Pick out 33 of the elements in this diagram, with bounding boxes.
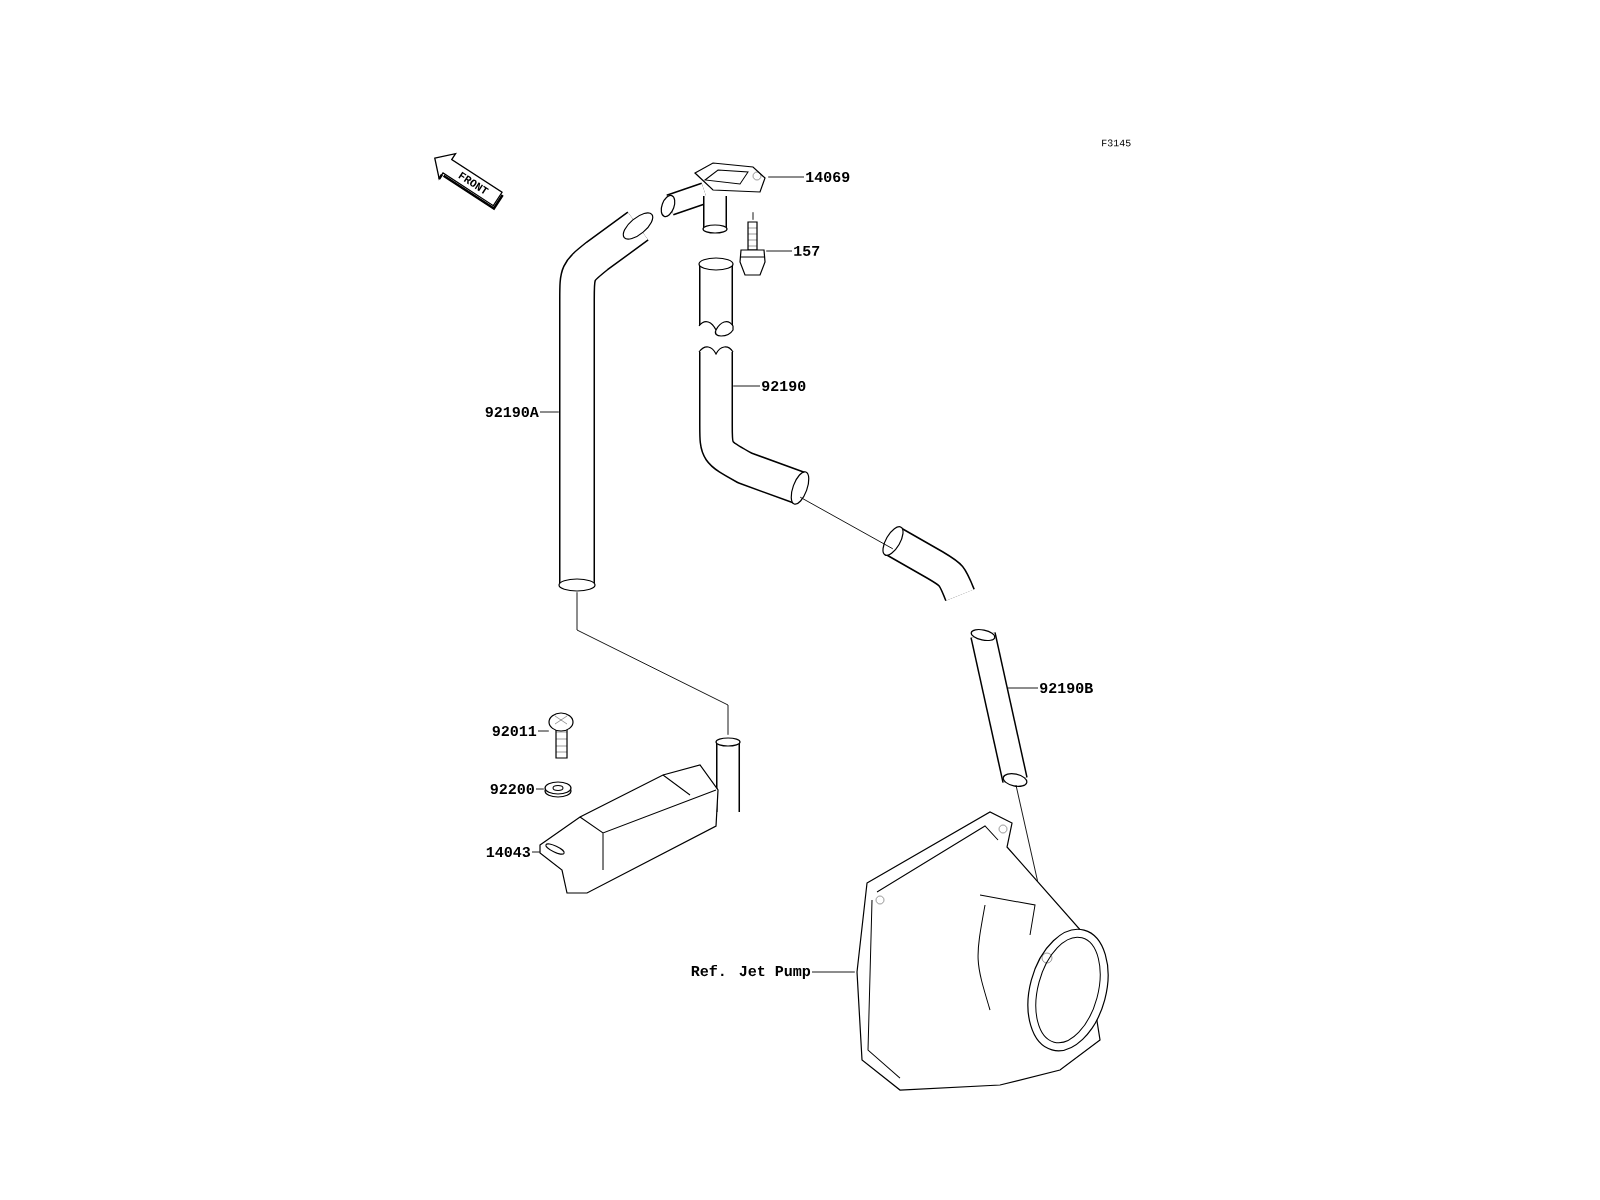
figure-code: F3145 <box>1102 139 1131 147</box>
leader-line <box>767 176 805 178</box>
part-number: 14043 <box>486 846 531 858</box>
part-number: 92011 <box>492 725 537 737</box>
assembly-line <box>576 591 729 736</box>
filter-box-drawing <box>539 737 741 894</box>
hose-drawing <box>970 628 1028 787</box>
washer-drawing <box>544 781 572 798</box>
hose-drawing <box>558 211 654 592</box>
part-number: 92190B <box>1040 682 1093 694</box>
part-number: Ref. Jet Pump <box>691 964 811 980</box>
leader-line <box>539 411 560 413</box>
assembly-line <box>799 496 894 550</box>
part-number: 92190A <box>485 406 539 418</box>
bolt-drawing <box>739 221 766 276</box>
leader-line <box>535 788 545 790</box>
leader-line <box>537 730 550 732</box>
hose-drawing <box>698 257 734 337</box>
assembly-line <box>752 211 754 221</box>
leader-line <box>811 971 856 973</box>
fitting-drawing <box>660 162 766 234</box>
leader-line <box>531 851 541 853</box>
hose-drawing <box>698 346 810 505</box>
screw-drawing <box>548 712 574 759</box>
hose-drawing <box>882 526 975 601</box>
part-number: 157 <box>794 246 820 256</box>
part-number: 14069 <box>806 171 850 183</box>
leader-line <box>765 250 793 252</box>
assembly-line <box>1015 784 1038 882</box>
leader-line <box>732 385 761 387</box>
jet-pump-drawing <box>856 811 1109 1091</box>
part-number: 92200 <box>490 783 534 795</box>
leader-line <box>1007 687 1039 689</box>
